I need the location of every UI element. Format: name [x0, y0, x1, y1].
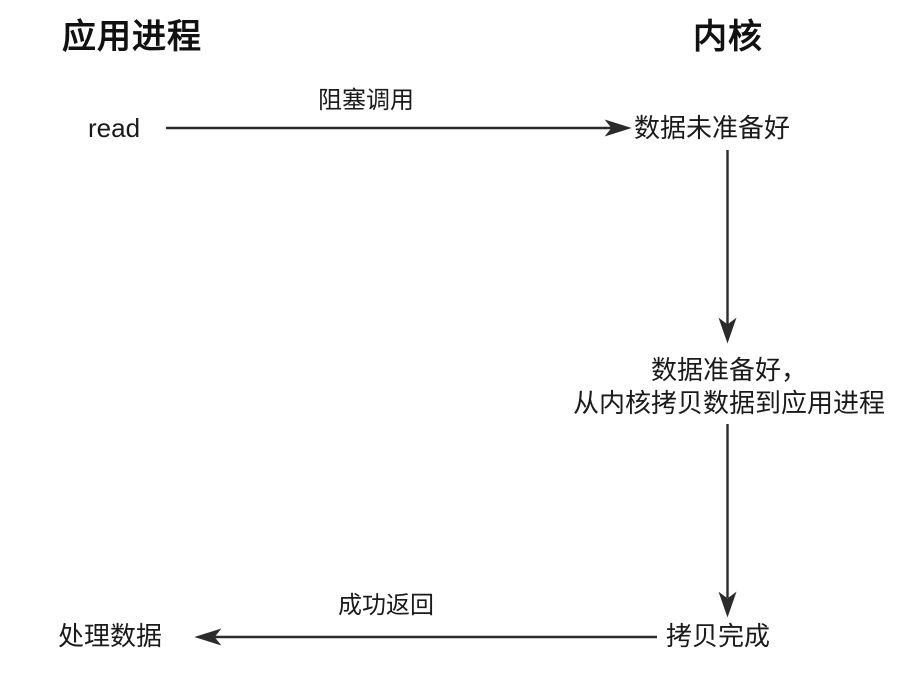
- arrow-wait-data-head: [718, 317, 737, 344]
- lane-title-application-process: 应用进程: [62, 18, 202, 56]
- lane-title-kernel: 内核: [693, 18, 763, 56]
- edge-label-blocking-call: 阻塞调用: [318, 87, 414, 114]
- node-data-ready-copy: 数据准备好， 从内核拷贝数据到应用进程: [547, 354, 911, 421]
- arrow-blocking-call-head: [604, 119, 632, 137]
- node-data-not-ready: 数据未准备好: [634, 113, 791, 143]
- node-data-ready-line2: 从内核拷贝数据到应用进程: [572, 388, 885, 419]
- node-read: read: [88, 113, 141, 143]
- node-copy-done: 拷贝完成: [666, 621, 771, 651]
- arrow-success-return-head: [194, 628, 222, 646]
- node-process-data: 处理数据: [58, 621, 163, 651]
- arrow-copy-data-head: [718, 591, 737, 618]
- edge-label-success-return: 成功返回: [338, 592, 434, 619]
- node-data-ready-line1: 数据准备好，: [650, 355, 807, 385]
